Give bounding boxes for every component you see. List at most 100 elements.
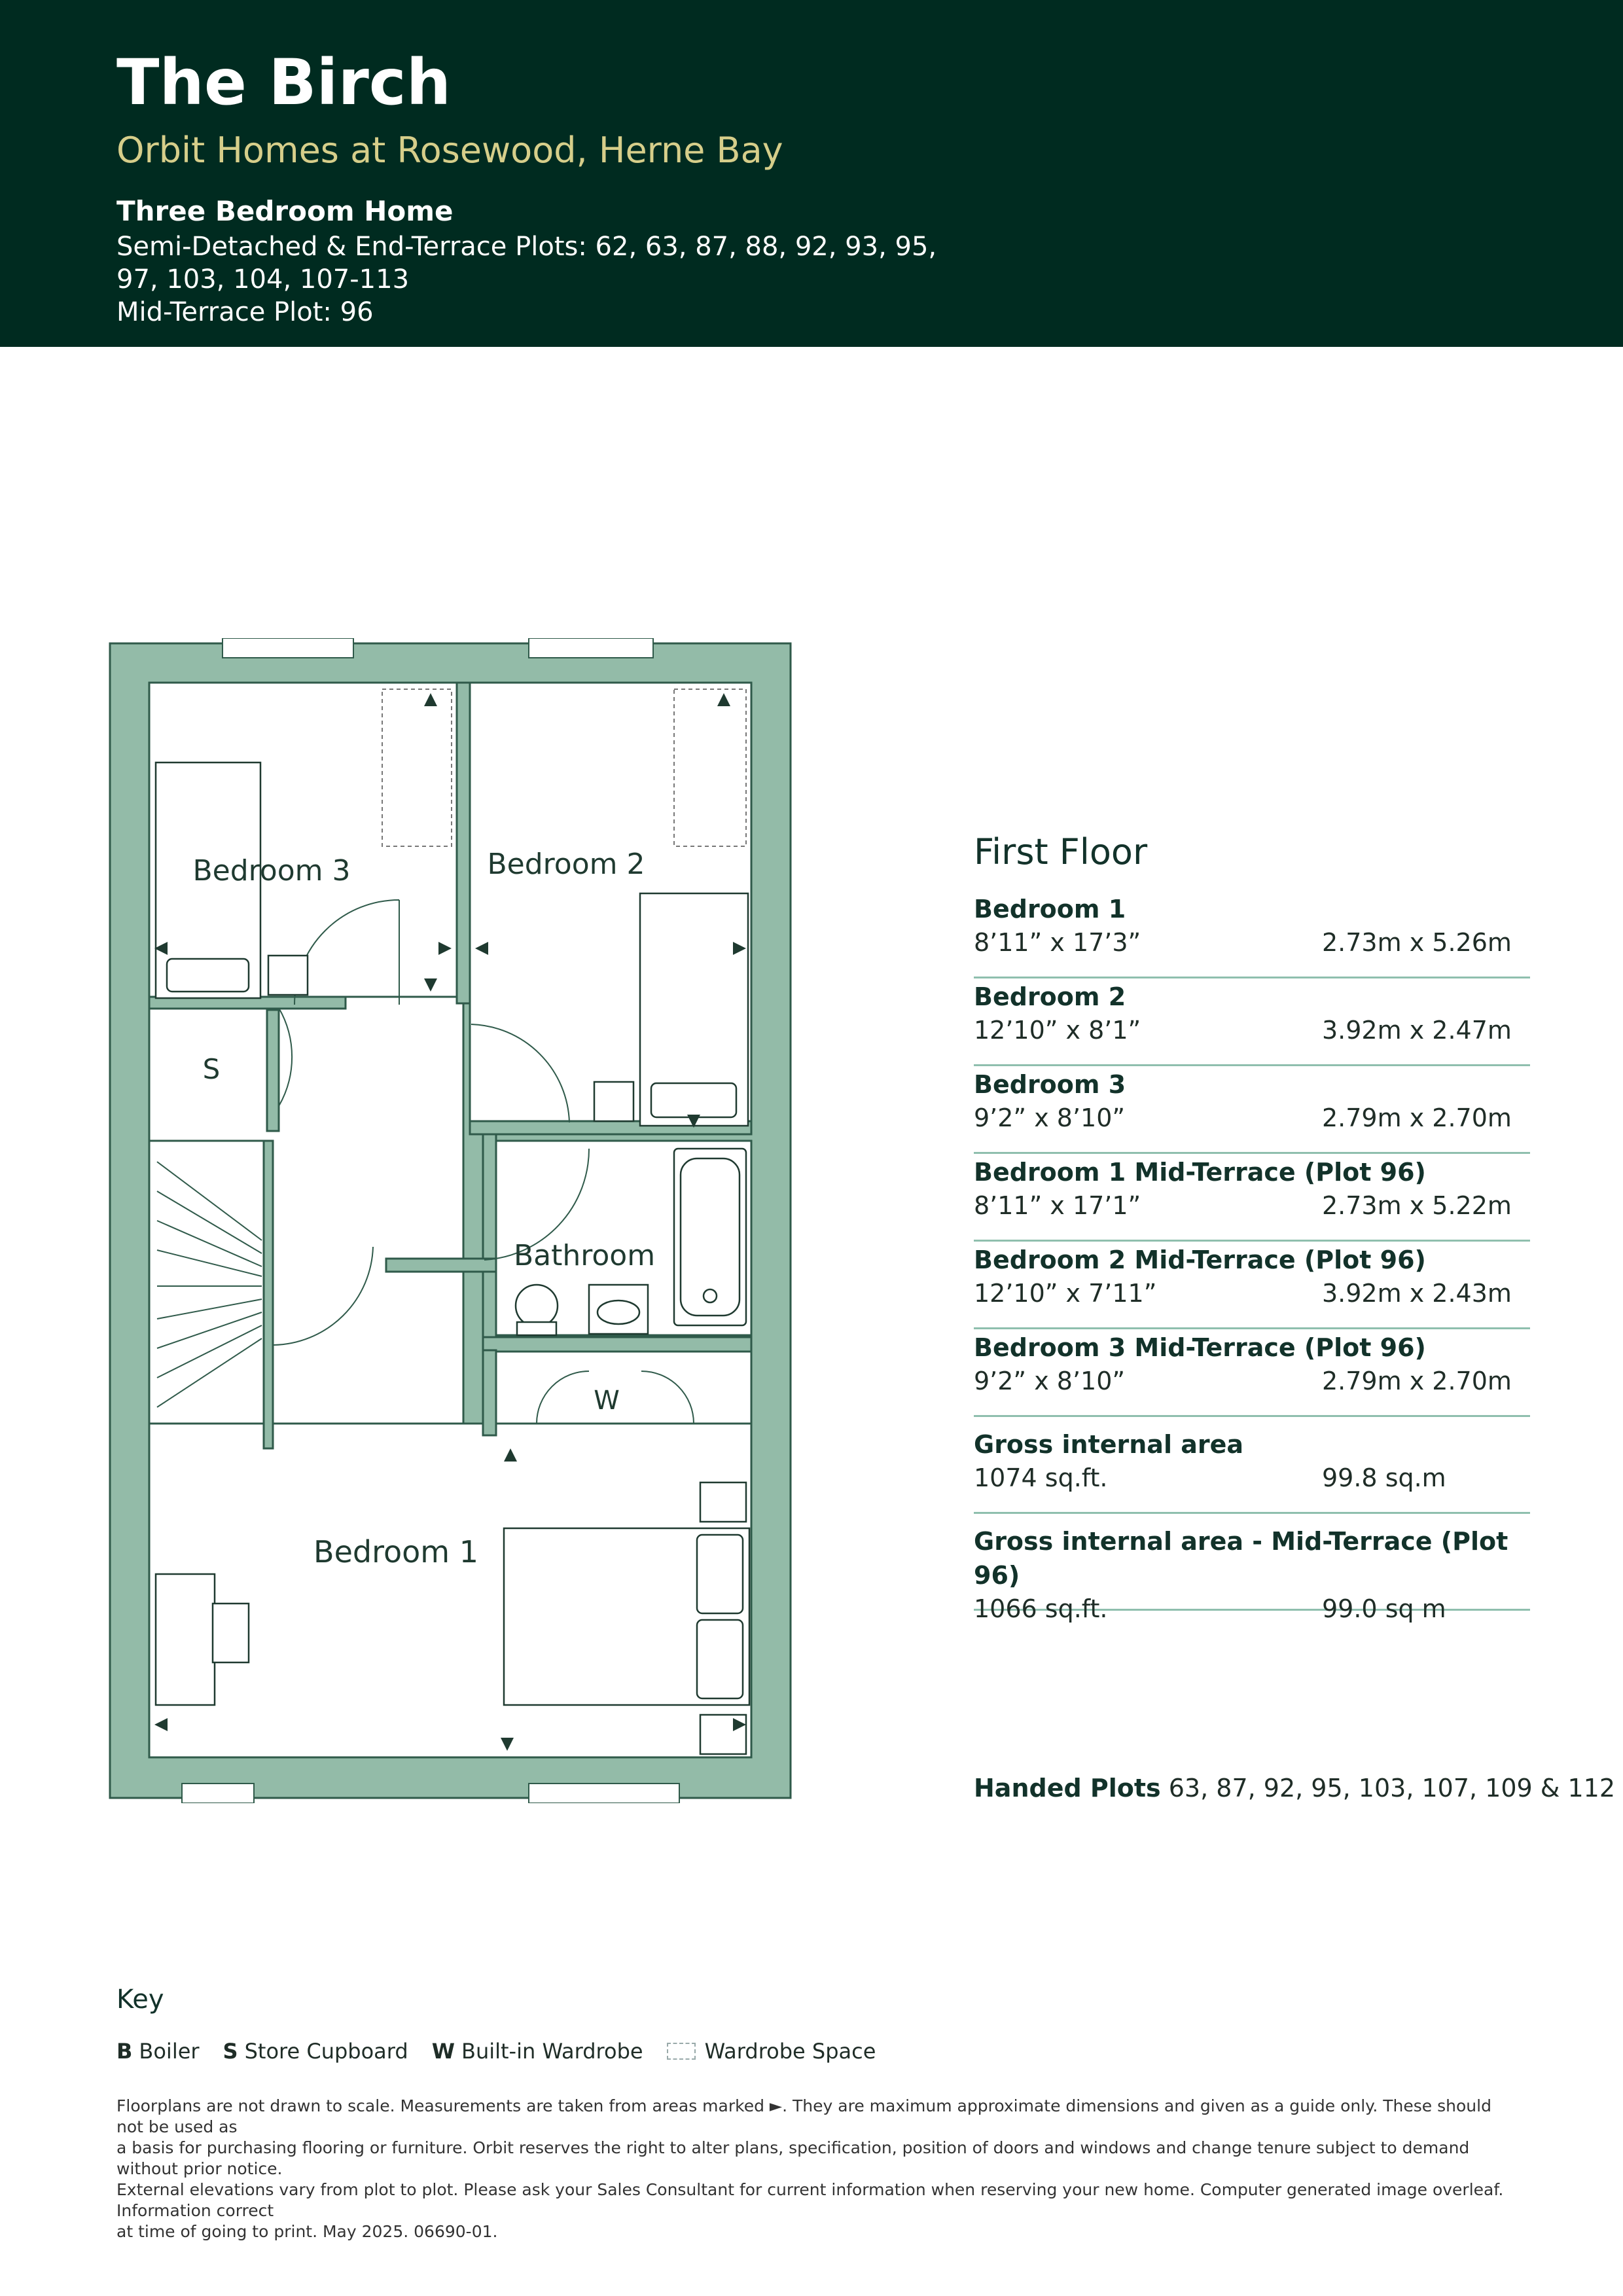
key-text: Store Cupboard [244,2039,408,2064]
spec-imperial: 12’10” x 7’11” [974,1279,1157,1308]
handed-plots: Handed Plots 63, 87, 92, 95, 103, 107, 1… [974,1774,1615,1803]
spec-room-name: Bedroom 3 Mid-Terrace (Plot 96) [974,1333,1426,1362]
wall-bed3-bed2 [455,681,471,1005]
spec-imperial: 9’2” x 8’10” [974,1367,1126,1395]
disclaimer-line: a basis for purchasing flooring or furni… [116,2138,1470,2178]
spec-metric: 3.92m x 2.43m [1322,1279,1512,1308]
toilet-cistern [516,1321,558,1336]
plot-list: Semi-Detached & End-Terrace Plots: 62, 6… [116,230,967,329]
spec-imperial: 12’10” x 8’1” [974,1016,1141,1045]
room-label-wardrobe: W [594,1386,620,1416]
window [222,637,354,658]
wardrobe-space [673,689,747,847]
measure-arrow [424,978,437,992]
area-metric: 99.8 sq.m [1322,1463,1446,1492]
spec-metric: 2.73m x 5.26m [1322,928,1512,957]
measure-arrow [154,942,168,955]
wardrobe-space [382,689,452,847]
measure-arrow [154,1718,168,1731]
spec-room-name: Bedroom 3 [974,1070,1126,1099]
spec-metric: 3.92m x 2.47m [1322,1016,1512,1045]
area-name: Gross internal area - Mid-Terrace (Plot … [974,1527,1508,1590]
wall-landing-mid [385,1257,497,1273]
room-stairs-area [148,1139,265,1440]
stair-tread [156,1161,262,1241]
door-swing [273,1246,374,1346]
measure-arrow [504,1448,517,1462]
bedside-table [593,1081,635,1122]
key-letter: W [431,2039,455,2064]
key-item-wardrobe-space: Wardrobe Space [666,2039,876,2064]
spec-metric: 2.73m x 5.22m [1322,1191,1512,1220]
room-label-store: S [203,1053,221,1085]
stair-tread [156,1299,262,1319]
key-text: Boiler [139,2039,200,2064]
chair [211,1602,250,1664]
floor-plan: Bedroom 3 Bedroom 2 S Bathroom W Bedroom… [105,637,798,1804]
stair-tread [156,1220,262,1267]
wall-stairs [262,1139,274,1450]
bedside-table [699,1713,747,1755]
stair-tread [156,1249,262,1277]
room-dimensions-table: First Floor Bedroom 1 8’11” x 17’3” 2.73… [974,831,1530,1623]
area-name: Gross internal area [974,1430,1244,1459]
area-row: Gross internal area - Mid-Terrace (Plot … [974,1523,1530,1623]
spec-imperial: 8’11” x 17’3” [974,928,1141,957]
room-label-bedroom1: Bedroom 1 [313,1534,478,1570]
door-swing [471,1024,570,1123]
wall-wardrobe [482,1349,497,1437]
window [528,637,654,658]
measure-arrow [475,942,488,955]
spec-row: Bedroom 2 12’10” x 8’1” 3.92m x 2.47m [974,978,1530,1066]
door-swing [484,1148,590,1261]
disclaimer-line: External elevations vary from plot to pl… [116,2180,1504,2220]
toilet [514,1283,559,1328]
wall-bath-left [482,1133,497,1352]
plot-line: 97, 103, 104, 107-113 [116,264,410,295]
door-swing [536,1371,590,1424]
spec-imperial: 8’11” x 17’1” [974,1191,1141,1220]
stair-tread [156,1312,262,1349]
spec-row: Bedroom 1 Mid-Terrace (Plot 96) 8’11” x … [974,1154,1530,1242]
pillow [650,1082,738,1119]
measure-arrow [438,942,452,955]
room-wardrobe-area [495,1350,753,1425]
room-label-bedroom2: Bedroom 2 [488,848,645,881]
room-label-bathroom: Bathroom [514,1239,655,1272]
pillow [696,1534,744,1615]
handed-plot-list: 63, 87, 92, 95, 103, 107, 109 & 112 [1160,1774,1616,1803]
wall-bath-bottom [482,1336,753,1353]
handed-label: Handed Plots [974,1774,1161,1803]
room-label-bedroom3: Bedroom 3 [193,854,351,888]
key-text: Wardrobe Space [704,2039,876,2064]
spec-metric: 2.79m x 2.70m [1322,1103,1512,1132]
window [528,1783,680,1804]
spec-row: Bedroom 3 9’2” x 8’10” 2.79m x 2.70m [974,1066,1530,1154]
area-metric: 99.0 sq m [1322,1594,1446,1623]
spec-room-name: Bedroom 2 [974,982,1126,1011]
window [181,1783,255,1804]
bath-inner [679,1157,741,1317]
measure-arrow [733,942,746,955]
disclaimer-line: at time of going to print. May 2025. 066… [116,2222,498,2241]
key-title: Key [116,1984,164,2015]
bedside-table [267,954,309,996]
desk [154,1573,216,1706]
door-swing [278,1007,293,1107]
measure-arrow [424,693,437,706]
home-type: Three Bedroom Home [116,195,454,227]
bedside-table [699,1481,747,1523]
floor-plan-drawing: Bedroom 3 Bedroom 2 S Bathroom W Bedroom… [109,637,792,1804]
measure-arrow [717,693,730,706]
stair-tread [156,1191,262,1254]
stair-tread [156,1338,262,1408]
key-letter: S [223,2039,238,2064]
disclaimer-line: Floorplans are not drawn to scale. Measu… [116,2096,1491,2136]
wall-store [266,1009,280,1132]
wardrobe-space-swatch-icon [666,2043,696,2060]
header-banner: The Birch Orbit Homes at Rosewood, Herne… [0,0,1623,347]
spec-row: Bedroom 2 Mid-Terrace (Plot 96) 12’10” x… [974,1242,1530,1329]
